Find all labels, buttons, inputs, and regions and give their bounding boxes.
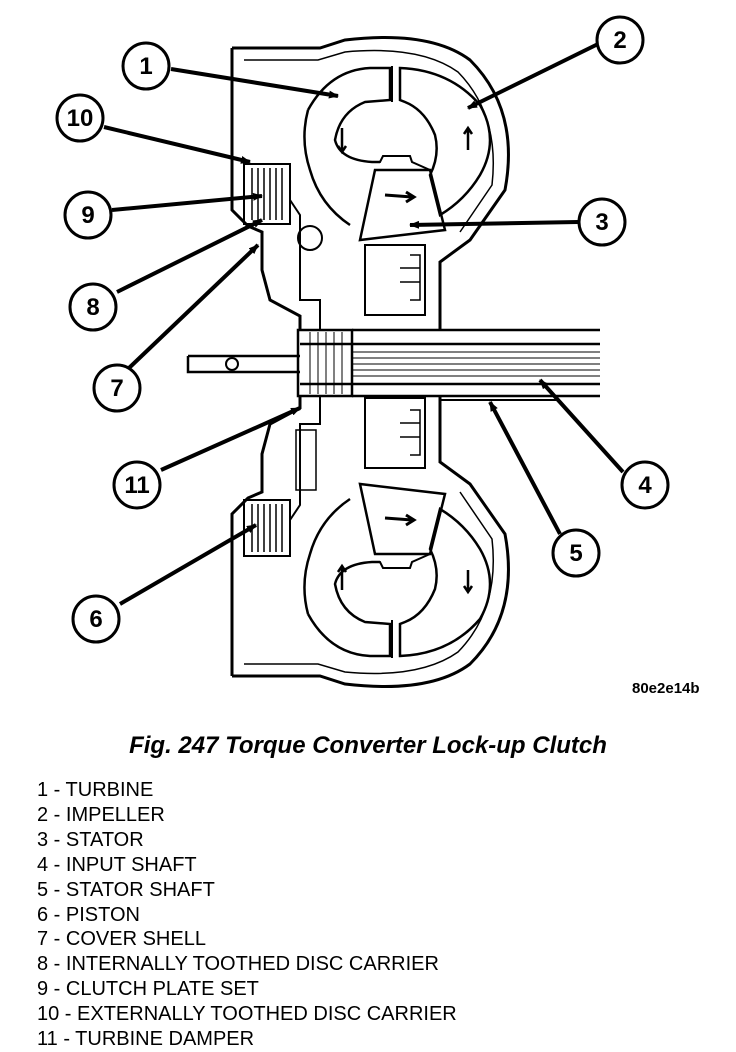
callout-2-circle: [595, 15, 645, 65]
callout-9-label: 9: [81, 202, 94, 229]
legend-item: 7 - COVER SHELL: [37, 928, 206, 951]
callout-numbers: 1 2 3 4 5 6 7 8 9 10 11: [67, 27, 653, 633]
callout-3-circle: [577, 197, 627, 247]
callout-11-label: 11: [124, 472, 149, 499]
legend-item: 3 - STATOR: [37, 828, 144, 851]
callout-5-label: 5: [569, 540, 582, 567]
legend-item: 4 - INPUT SHAFT: [37, 853, 197, 876]
lower-clutch-pack: [243, 396, 321, 557]
upper-stator: [358, 168, 447, 316]
legend-item: 11 - TURBINE DAMPER: [37, 1028, 255, 1051]
legend-item: 6 - PISTON: [37, 903, 140, 926]
callout-11-circle: [112, 460, 162, 510]
legend-item: 5 - STATOR SHAFT: [37, 878, 215, 901]
lower-torus: [303, 497, 492, 658]
lower-stator: [358, 397, 447, 556]
callout-5-circle: [551, 528, 601, 578]
parts-legend: 1 - TURBINE 2 - IMPELLER 3 - STATOR 4 - …: [37, 778, 457, 1052]
torque-converter-diagram: 1 2 3 4 5 6 7 8 9 10 11: [55, 15, 670, 688]
figure-caption: Fig. 247 Torque Converter Lock-up Clutch: [129, 732, 607, 759]
callout-7-circle: [92, 363, 142, 413]
legend-item: 10 - EXTERNALLY TOOTHED DISC CARRIER: [37, 1003, 457, 1026]
callout-9-circle: [63, 190, 113, 240]
callout-6-label: 6: [89, 606, 102, 633]
legend-item: 8 - INTERNALLY TOOTHED DISC CARRIER: [37, 953, 439, 976]
upper-torus: [303, 66, 492, 227]
legend-item: 9 - CLUTCH PLATE SET: [37, 978, 259, 1001]
callout-2-label: 2: [613, 27, 626, 54]
callout-circles: [55, 15, 670, 644]
callout-1-circle: [121, 41, 171, 91]
legend-item: 2 - IMPELLER: [37, 803, 165, 826]
converter-cross-section: [186, 36, 600, 688]
callout-7-label: 7: [110, 375, 123, 402]
callout-4-circle: [620, 460, 670, 510]
callout-10-circle: [55, 93, 105, 143]
callout-10-label: 10: [67, 105, 94, 132]
legend-item: 1 - TURBINE: [37, 779, 154, 801]
cover-shell-outline: [230, 36, 510, 330]
callout-8-circle: [68, 282, 118, 332]
callout-leaders: [103, 42, 625, 606]
upper-clutch-pack: [243, 163, 323, 330]
callout-4-label: 4: [638, 472, 652, 499]
callout-6-circle: [71, 594, 121, 644]
callout-1-label: 1: [139, 53, 152, 80]
callout-3-label: 3: [595, 209, 608, 236]
callout-8-label: 8: [86, 294, 99, 321]
diagram-reference-code: 80e2e14b: [632, 680, 700, 697]
shafts: [186, 328, 600, 401]
